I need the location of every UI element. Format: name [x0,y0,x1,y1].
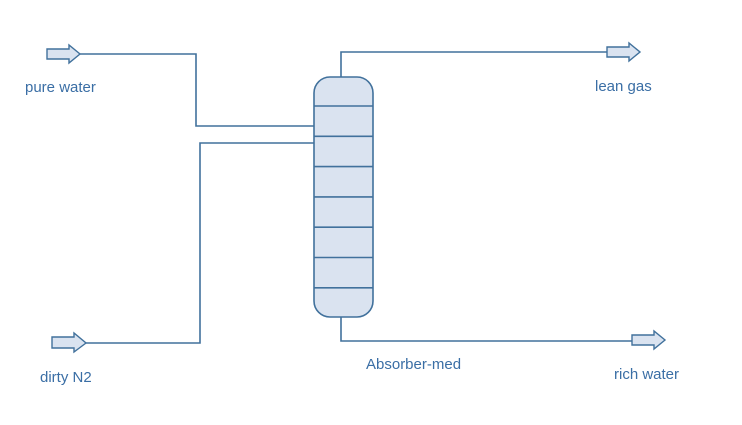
rich-water-label: rich water [614,366,680,383]
pure-water-feed-arrow[interactable] [46,43,82,65]
dirty-n2-feed-arrow[interactable] [51,331,88,354]
lean-gas-product-arrow[interactable] [606,41,642,63]
lean-gas-label: lean gas [595,78,652,95]
rich-water-product-arrow[interactable] [631,329,667,351]
absorber-column[interactable] [313,76,374,318]
dirty-n2-label: dirty N2 [40,369,92,386]
absorber-name-label: Absorber-med [366,356,462,373]
lean-gas-stream-line[interactable] [340,51,607,77]
absorber-trays [314,105,373,289]
rich-water-stream-line[interactable] [340,316,632,342]
dirty-n2-stream-line[interactable] [86,142,314,344]
pure-water-stream-line[interactable] [80,53,314,127]
pure-water-label: pure water [25,79,96,96]
